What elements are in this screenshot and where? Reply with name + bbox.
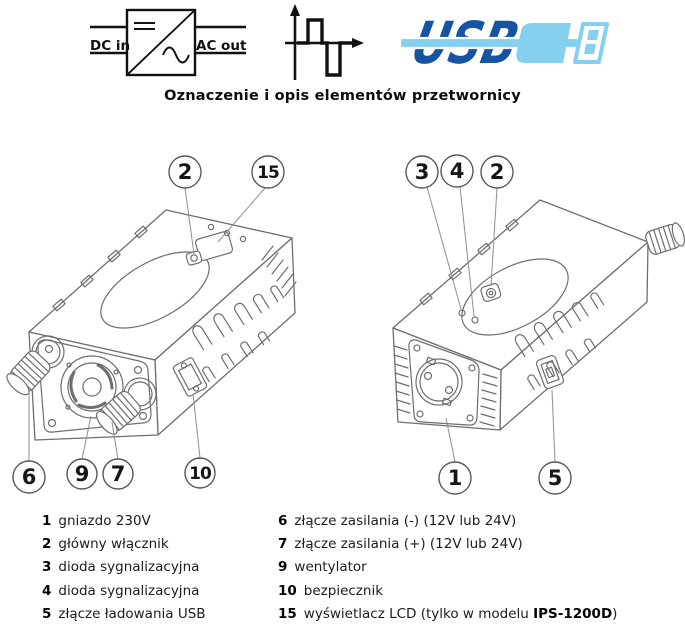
top-recess (100, 251, 210, 329)
callout-lcd: 15 (251, 155, 285, 189)
rear-grille (261, 245, 297, 297)
legend-item-text: złącze zasilania (-) (12V lub 24V) (294, 513, 517, 529)
edge-clips (419, 218, 519, 306)
callout-ac-socket: 1 (438, 461, 472, 495)
modified-square-wave-icon (285, 4, 364, 80)
panel-screws (413, 344, 476, 422)
front-vent-slats-left (393, 345, 411, 414)
legend-item-number: 7 (278, 536, 288, 553)
svg-text:1: 1 (448, 466, 463, 490)
legend-item-text: złącze ładowania USB (58, 605, 206, 622)
usb-connector-pin (584, 44, 596, 54)
callout-terminal-negative: 6 (12, 460, 46, 494)
page-title: Oznaczenie i opis elementów przetwornicy (164, 88, 521, 104)
ac-socket-230v (415, 356, 463, 407)
svg-text:6: 6 (22, 465, 37, 489)
fuse-holder (172, 357, 208, 397)
svg-text:4: 4 (450, 159, 465, 183)
rear-terminal-knob (645, 222, 685, 255)
inverter-front-right-view: 3 4 2 1 5 (392, 154, 685, 495)
side-vents (192, 285, 285, 383)
legend-item: 5 złącze ładowania USB (42, 603, 206, 626)
converter-box (125, 8, 197, 77)
legend-item-text: główny włącznik (58, 536, 169, 553)
legend-item-number: 2 (42, 536, 52, 553)
legend-column-left: 1 gniazdo 230V 2 główny włącznik 3 dioda sy… (42, 510, 206, 626)
usb-plug-body (516, 23, 571, 63)
dc-terminal-negative (6, 335, 65, 396)
callout-fuse: 10 (184, 457, 216, 489)
side-vents (514, 292, 605, 391)
panel-screws (44, 344, 148, 428)
legend-item-model: IPS-1200D (533, 605, 613, 622)
inverter-front-left-view: 2 15 6 9 7 10 (6, 155, 297, 494)
legend-item-number: 5 (42, 605, 52, 622)
ac-sine-symbol (162, 46, 190, 64)
edge-clips (52, 225, 148, 312)
legend-item-text: gniazdo 230V (58, 513, 151, 529)
callout-fan: 9 (66, 458, 98, 490)
legend-item: 15 wyświetlacz LCD (tylko w modelu IPS-12… (278, 603, 617, 626)
legend-item-text: złącze zasilania (+) (12V lub 24V) (294, 536, 523, 553)
ac-out-label: AC out (196, 38, 247, 54)
legend-item: 6 złącze zasilania (-) (12V lub 24V) (278, 510, 617, 533)
svg-text:10: 10 (189, 464, 212, 484)
legend-item-number: 4 (42, 582, 52, 599)
callout-led-1: 3 (405, 155, 439, 189)
callout-main-switch: 2 (480, 155, 514, 189)
dc-ac-converter-icon: DC in AC out (90, 8, 247, 77)
power-switch (185, 250, 203, 266)
legend-item: 2 główny włącznik (42, 533, 206, 556)
indicator-leds (207, 223, 247, 243)
legend-item-text: dioda sygnalizacyjna (58, 582, 200, 599)
legend-item-number: 9 (278, 559, 288, 576)
svg-text:2: 2 (490, 160, 505, 184)
svg-text:9: 9 (75, 462, 90, 486)
dc-terminal-positive (95, 377, 157, 435)
square-wave (297, 18, 353, 77)
legend-item: 4 dioda sygnalizacyjna (42, 580, 206, 603)
callout-terminal-positive: 7 (102, 458, 134, 490)
usb-plug-logo: USB (398, 10, 609, 73)
dc-in-label: DC in (90, 38, 130, 54)
legend-item-number: 6 (278, 513, 288, 529)
legend-item: 3 dioda sygnalizacyjna (42, 556, 206, 579)
svg-text:5: 5 (548, 466, 563, 490)
callout-main-switch: 2 (168, 155, 202, 189)
power-switch (480, 283, 502, 302)
svg-text:15: 15 (257, 163, 279, 183)
callout-led-2: 4 (440, 154, 474, 188)
legend-item-text: bezpiecznik (303, 582, 384, 599)
legend-item-number: 10 (278, 582, 297, 599)
legend-item: 9 wentylator (278, 556, 617, 579)
svg-text:3: 3 (415, 160, 430, 184)
top-recess (461, 258, 569, 336)
svg-text:2: 2 (178, 160, 193, 184)
fan-grille (60, 355, 124, 419)
usb-connector-shell (573, 22, 609, 64)
up-arrowhead (290, 4, 300, 16)
legend-item-suffix: ) (612, 605, 618, 622)
svg-text:7: 7 (111, 462, 126, 486)
legend-item: 1 gniazdo 230V (42, 510, 206, 533)
callout-usb-port: 5 (538, 461, 572, 495)
legend-item-text: wentylator (294, 559, 367, 576)
socket-panel (408, 339, 480, 426)
right-arrowhead (352, 38, 364, 48)
legend-item-number: 15 (278, 605, 297, 622)
legend-item-text: dioda sygnalizacyjna (58, 559, 200, 576)
legend-column-right: 6 złącze zasilania (-) (12V lub 24V) 7 złą… (278, 510, 617, 626)
legend-item: 10 bezpiecznik (278, 580, 617, 603)
indicator-leds (458, 309, 479, 324)
legend-item-text: wyświetlacz LCD (tylko w modelu (303, 605, 534, 622)
usb-connector-pin (587, 30, 599, 40)
legend-item-number: 3 (42, 559, 52, 576)
front-vent-slats-right (479, 373, 498, 427)
legend-item-number: 1 (42, 513, 52, 529)
legend-item: 7 złącze zasilania (+) (12V lub 24V) (278, 533, 617, 556)
